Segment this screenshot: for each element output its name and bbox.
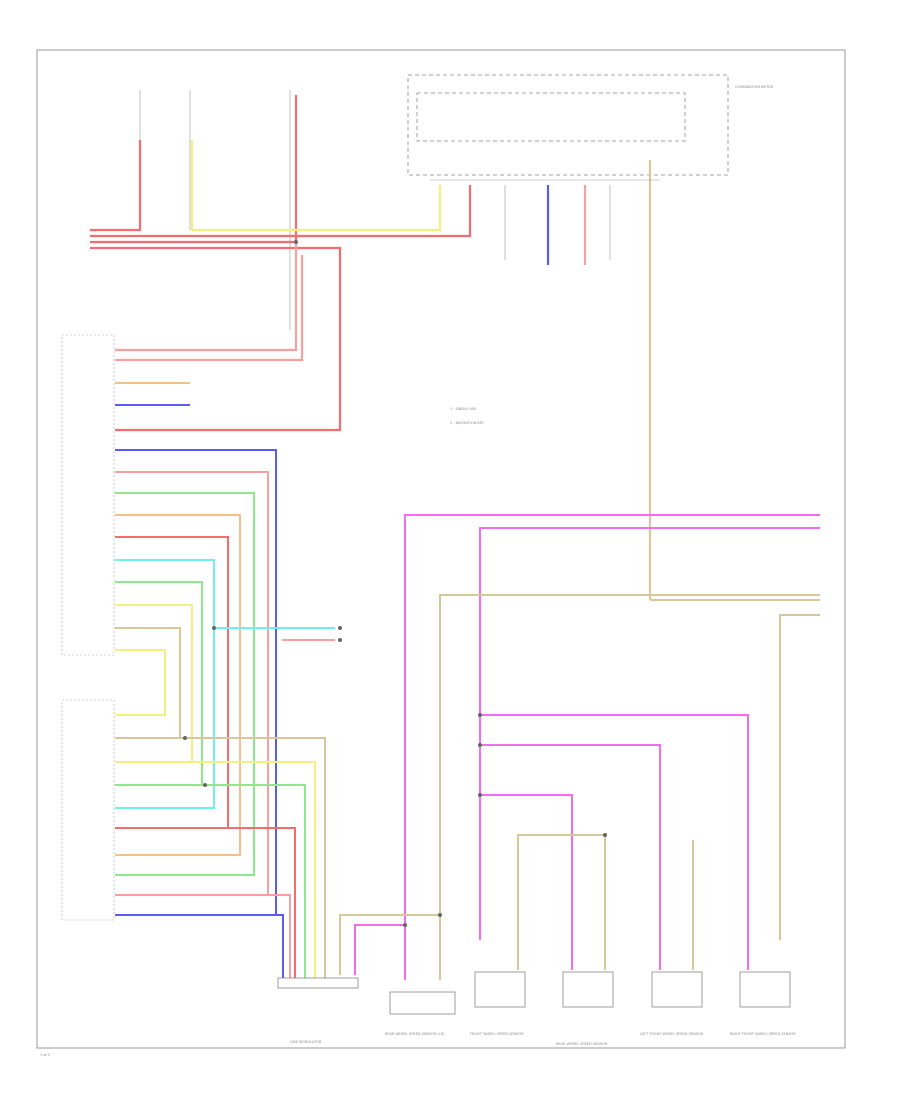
bottom-label: LINE MODULATOR [290, 1040, 322, 1044]
component-label-3: REAR WHEEL SPEED SENSOR [556, 1042, 608, 1046]
component-label-1: REAR WHEEL SPEED SENSOR (LH) [385, 1032, 445, 1036]
red-wire-group [90, 95, 472, 432]
bottom-connector [277, 977, 359, 989]
yellow-wire-top [190, 140, 442, 232]
diagram-frame [36, 49, 846, 1049]
red-wire-5 [115, 242, 298, 352]
component-box-4 [651, 971, 703, 1008]
page-number: 1 of 2 [40, 1053, 50, 1057]
red-wire-1 [90, 140, 142, 232]
component-box-3 [562, 971, 614, 1008]
legend-line-1: 1 : SINGLE USE [450, 407, 476, 411]
top-right-connectors [430, 179, 660, 260]
component-box-5 [739, 971, 791, 1008]
red-wire-6 [115, 255, 304, 362]
top-right-label: COMBINATION METER [735, 85, 774, 89]
red-wire-4 [90, 246, 342, 432]
right-side-wires [339, 514, 820, 980]
component-box-2 [474, 971, 526, 1008]
component-box-1 [389, 991, 456, 1015]
fuse-block-top [139, 90, 291, 330]
control-unit-dashed-box [416, 92, 686, 142]
legend-line-2: 2 : W/IGNITION KEY [450, 421, 485, 425]
upper-pin-wires [115, 382, 277, 916]
component-boxes [389, 971, 791, 1015]
component-label-4: LEFT FRONT WHEEL SPEED SENSOR [640, 1032, 704, 1036]
left-module-block [61, 334, 115, 656]
combination-meter-dashed-box [407, 74, 729, 176]
left-module-block-lower [61, 699, 115, 921]
junction-dots [183, 240, 607, 927]
component-label-5: RIGHT FRONT WHEEL SPEED SENSOR [730, 1032, 796, 1036]
red-wire-2 [90, 185, 472, 238]
lower-routing [180, 737, 326, 985]
component-label-2: FRONT WHEEL SPEED SENSOR [470, 1032, 524, 1036]
